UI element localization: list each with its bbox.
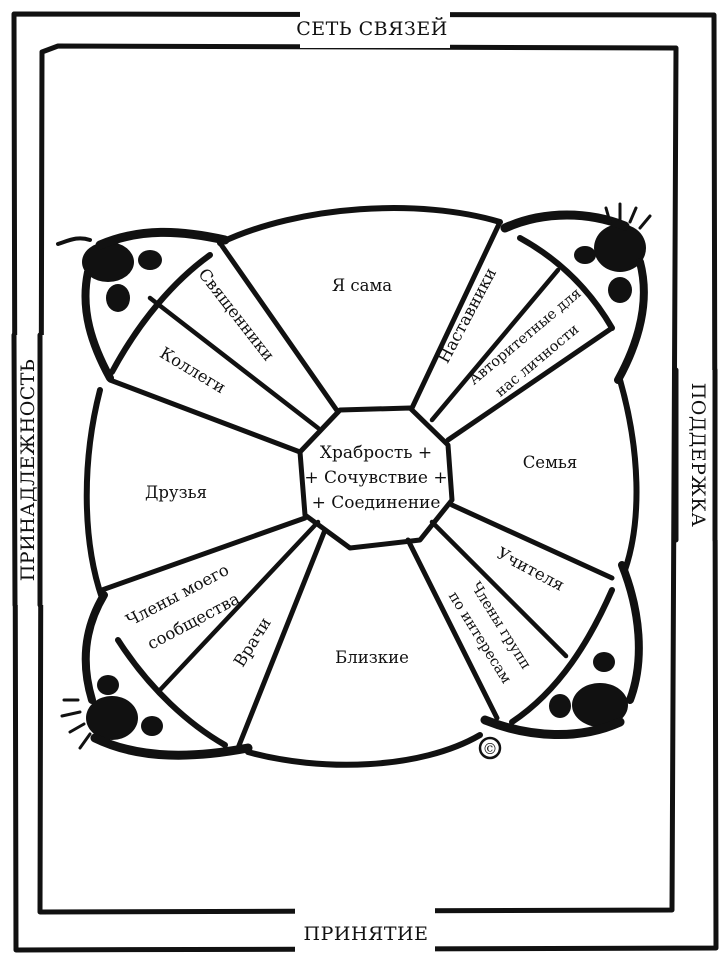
figure-bottom-left — [60, 591, 253, 760]
center-line-3: + Соединение — [312, 493, 441, 513]
bottom-label-gap — [295, 906, 435, 954]
quadrant-label-bottom: Близкие — [335, 648, 409, 667]
copyright-circle — [478, 736, 502, 760]
top-label-gap — [300, 8, 450, 48]
figure-top-left — [56, 227, 230, 382]
wheel-spokes — [99, 219, 615, 751]
frame-label-left: ПРИНАДЛЕЖНОСТЬ — [17, 359, 39, 582]
frame-label-right: ПОДДЕРЖКА — [687, 383, 709, 528]
figure-bottom-right — [480, 561, 643, 739]
center-line-1: Храбрость + — [320, 443, 432, 463]
quadrant-label-right: Семья — [523, 453, 578, 472]
outer-frame — [11, 11, 719, 953]
wedge-label-priests: Священники — [194, 265, 278, 365]
center-line-2: + Сочувствие + — [304, 468, 447, 488]
wheel-outline — [83, 205, 640, 768]
quadrant-label-top: Я сама — [332, 276, 392, 295]
frame-label-bottom: ПРИНЯТИЕ — [304, 923, 429, 945]
quadrant-label-left: Друзья — [145, 483, 207, 502]
copyright-mark: © — [483, 740, 498, 758]
outer-frame-left-edge — [11, 332, 18, 608]
center-octagon — [297, 405, 455, 551]
figure-top-right — [500, 202, 652, 384]
wedge-label-doctors: Врачи — [230, 614, 275, 670]
frame-label-top: СЕТЬ СВЯЗЕЙ — [296, 17, 448, 40]
